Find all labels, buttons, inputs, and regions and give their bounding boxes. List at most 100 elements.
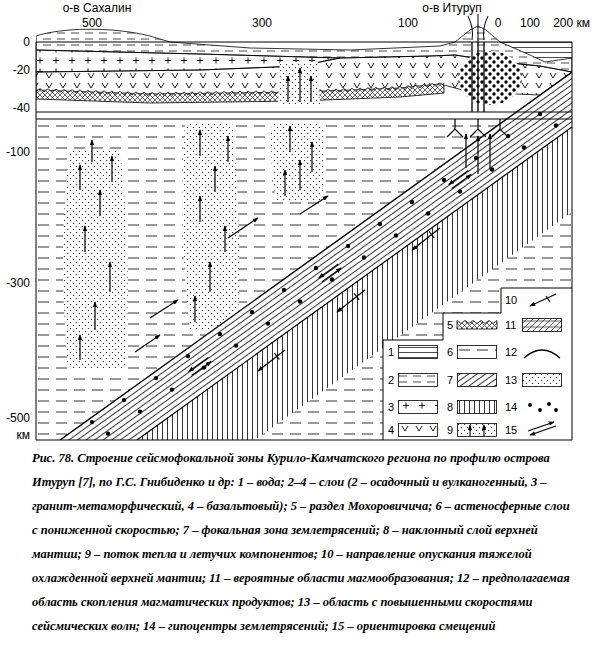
island-name: о-в Итуруп (422, 1, 482, 15)
legend-number: 8 (447, 400, 453, 414)
swatch-pattern (523, 374, 562, 387)
legend-number: 10 (505, 293, 517, 307)
heat-flow-arrow (194, 296, 195, 322)
frame (36, 42, 572, 440)
sinking-arrow-tick (354, 293, 359, 299)
legend-entry: 4 (388, 423, 438, 437)
section-marks (80, 68, 558, 436)
legend-swatch (522, 318, 562, 332)
heat-flow-arrow (209, 262, 210, 292)
legend-number: 4 (388, 423, 394, 437)
volcanic-conduit (472, 42, 484, 112)
heat-flow-arrow (289, 126, 290, 152)
legend-swatch (457, 318, 497, 332)
swatch-pattern (399, 424, 438, 437)
hypocentre-dot (218, 332, 222, 336)
legend-swatch (522, 373, 562, 387)
heat-flow-arrow (109, 262, 110, 292)
distance-tick: 0 (495, 16, 502, 30)
hypocentre-dot (314, 266, 318, 270)
hypocentre-dot (298, 299, 302, 303)
heat-flow-arrow (287, 76, 288, 102)
legend-swatch (457, 345, 497, 359)
displacement-arrow (319, 264, 338, 278)
swatch-pattern (399, 346, 438, 359)
heat-flow-arrow (99, 190, 100, 216)
swatch-line (469, 425, 470, 436)
swatch-line (530, 426, 556, 435)
hypocentre-dot (410, 200, 414, 204)
distance-tick: 300 (252, 16, 272, 30)
heat-flow-column (278, 62, 320, 104)
legend-entry: 15 (505, 423, 562, 437)
depth-tick: км (17, 428, 31, 442)
heat-flow-arrow (79, 335, 80, 360)
section-body (36, 14, 572, 440)
sinking-arrow (258, 350, 285, 371)
heat-flow-arrow (489, 134, 490, 168)
magma-accumulation (458, 51, 522, 105)
hypocentre-dot (138, 409, 142, 413)
hypocentre-dot (170, 387, 174, 391)
hypocentre-dot (346, 244, 350, 248)
sinking-arrow-tick (429, 231, 434, 237)
heat-flow-arrow (477, 136, 478, 174)
swatch-pattern (458, 424, 497, 437)
heat-flow-column (278, 62, 320, 104)
legend-swatch (398, 400, 438, 414)
legend-entry: 3 (388, 400, 438, 414)
heat-flow-arrow (299, 160, 300, 190)
swatch-arc (524, 350, 560, 358)
hypocentre-dot (90, 420, 94, 424)
legend-number: 3 (388, 400, 394, 414)
legend-entry: 6 (447, 345, 497, 359)
legend-swatch (398, 345, 438, 359)
distance-tick: 100 (520, 16, 540, 30)
legend-swatch (522, 345, 562, 359)
displacement-arrow (192, 361, 211, 375)
flow-arrow (228, 218, 258, 238)
heat-flow-arrow (284, 170, 285, 196)
legend-entry: 11 (505, 318, 562, 332)
displacement-arrow (322, 268, 341, 282)
legend-swatch (522, 423, 562, 437)
hypocentre-dot (442, 178, 446, 182)
hypocentre-dot (554, 123, 558, 127)
distance-tick: 200 км (553, 16, 590, 30)
hypocentre-dot (186, 354, 190, 358)
distance-tick: 500 (82, 16, 102, 30)
swatch-line (528, 422, 554, 431)
subducting-slab (60, 72, 572, 440)
swatch-dot (547, 402, 551, 406)
heat-flow-arrow (299, 68, 300, 102)
hypocentre-dot (522, 145, 526, 149)
hypocentre-dot (378, 222, 382, 226)
heat-flow-arrow (79, 165, 80, 190)
heat-flow-arrow (311, 142, 312, 172)
legend-swatch (398, 423, 438, 437)
figure-caption: Рис. 78. Строение сейсмофокальной зоны К… (32, 446, 572, 638)
legend-entry: 12 (505, 345, 562, 359)
depth-tick: -500 (6, 411, 30, 425)
legend-swatch (398, 373, 438, 387)
legend-number: 6 (447, 345, 453, 359)
island-name: о-в Сахалин (63, 1, 132, 15)
heat-flow-arrow (199, 130, 200, 156)
swatch-line (530, 294, 556, 306)
swatch-pattern (458, 374, 497, 387)
swatch-pattern (523, 319, 562, 332)
hypocentre-dot (106, 431, 110, 435)
moho-band (36, 83, 444, 103)
legend-number: 14 (505, 400, 517, 414)
magma-feeder (447, 119, 508, 137)
displacement-arrow (452, 175, 471, 189)
hypocentre-dot (234, 343, 238, 347)
heat-flow-arrow (227, 136, 228, 162)
legend-box (383, 288, 572, 440)
swatch-pattern (458, 401, 497, 414)
distance-tick: 100 (398, 16, 418, 30)
swatch-pattern (399, 401, 438, 414)
hypocentre-dot (266, 321, 270, 325)
displacement-arrow (189, 357, 208, 371)
hypocentre-dot (394, 233, 398, 237)
